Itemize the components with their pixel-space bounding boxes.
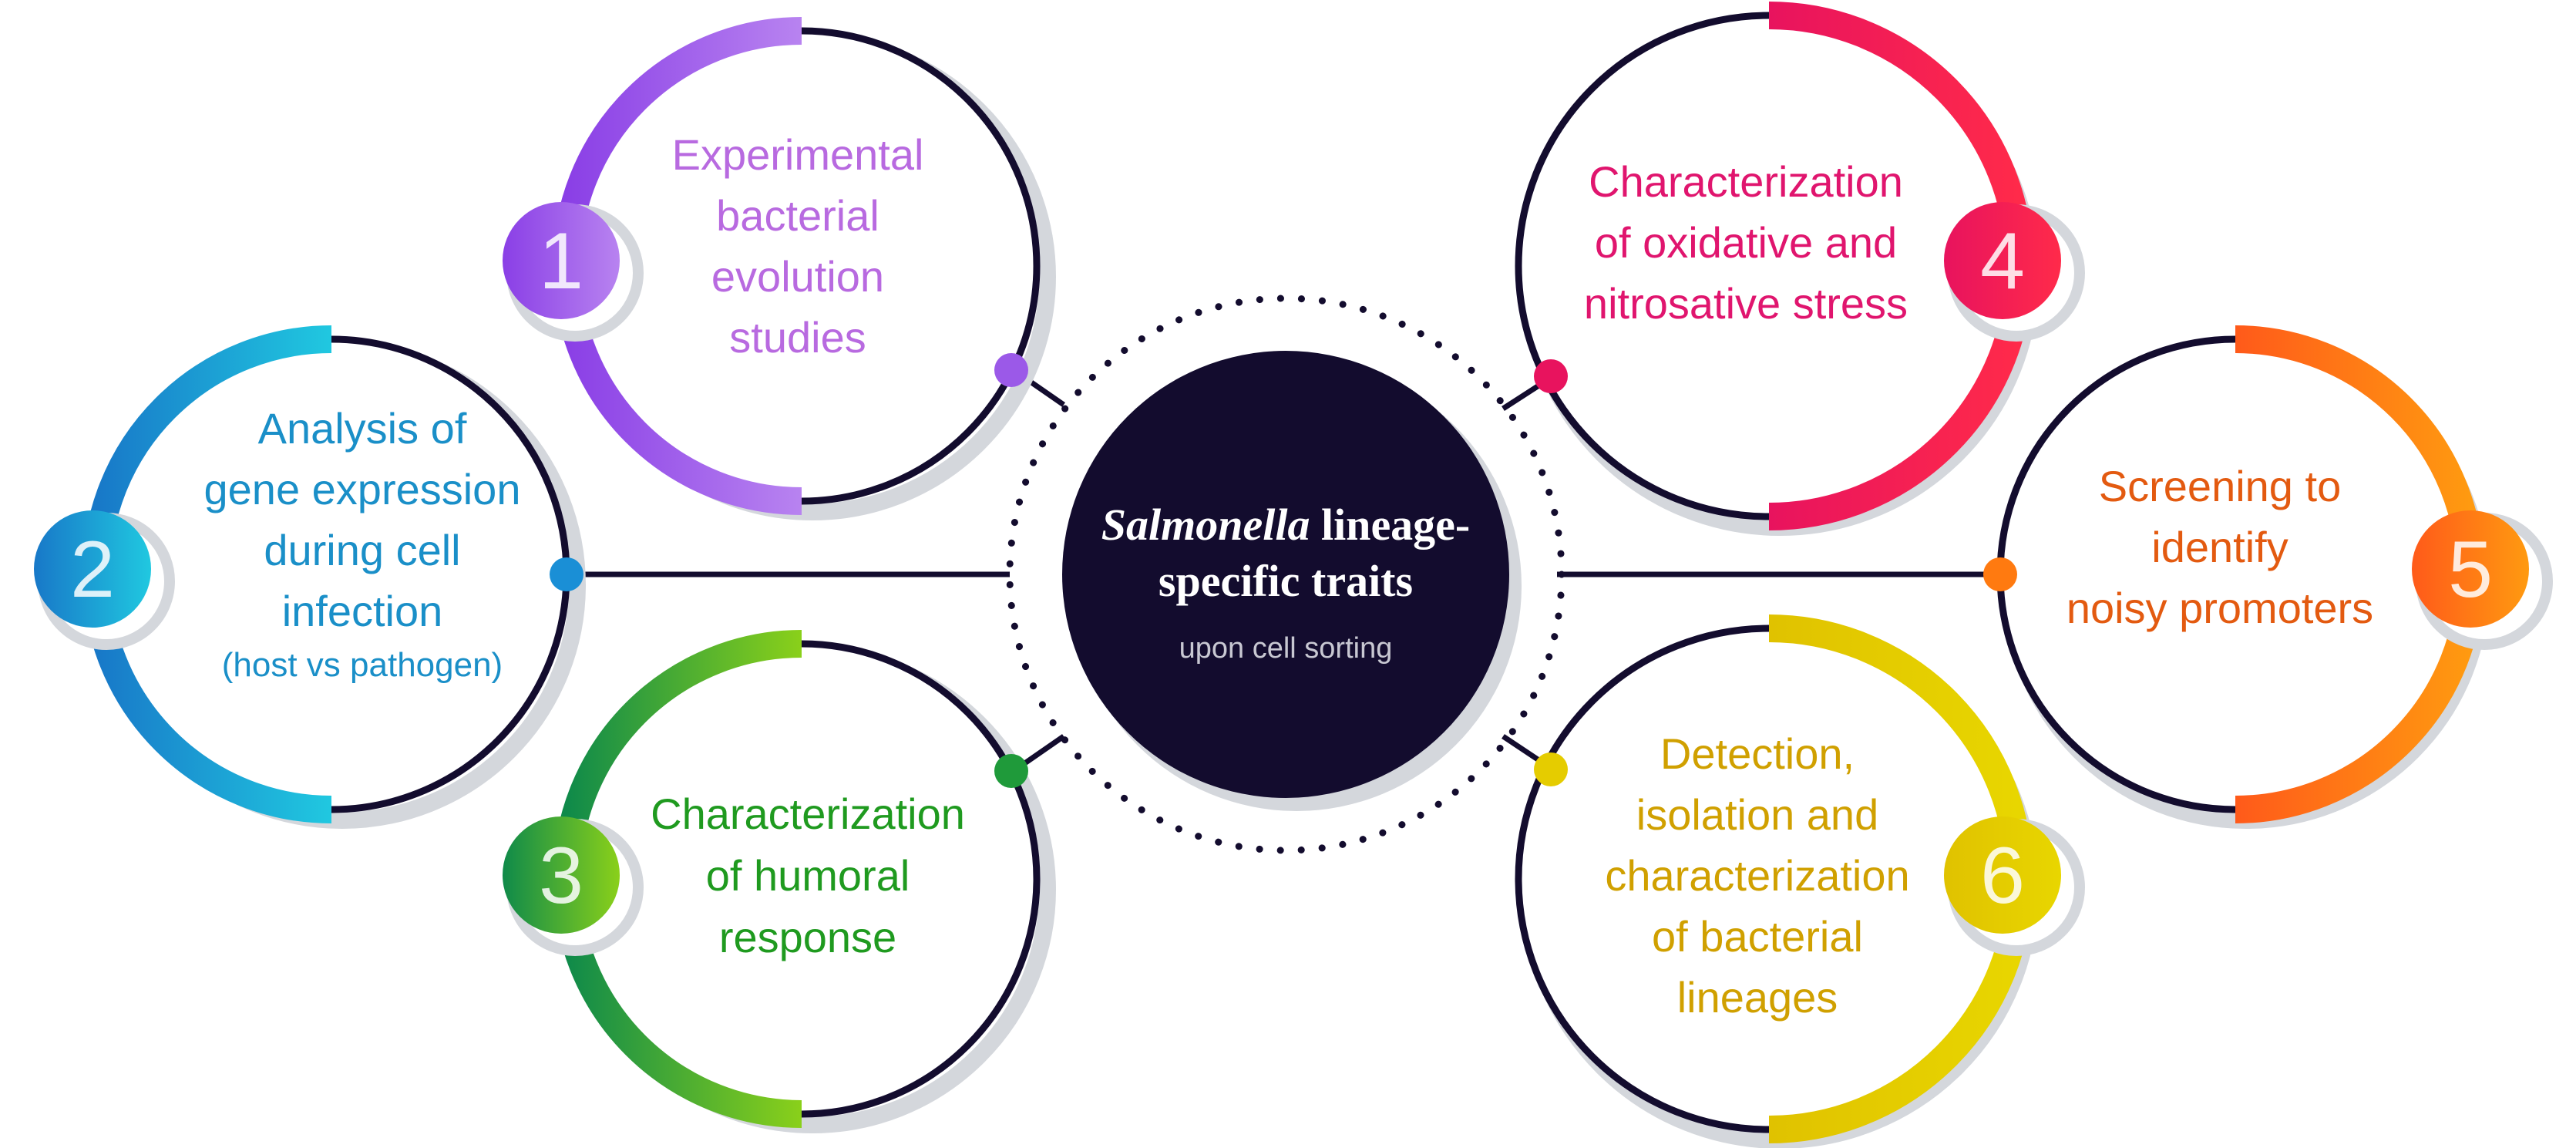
node-label-line: evolution <box>711 252 884 301</box>
node-1: 1 Experimental bacterial evolution studies <box>503 17 1056 520</box>
node-2: 2 Analysis of gene expression during cell in… <box>34 325 586 829</box>
node-label-line: noisy promoters <box>2067 584 2373 632</box>
node-label-line: Characterization <box>1589 157 1903 206</box>
node-label-line: characterization <box>1605 851 1909 900</box>
node-number: 6 <box>1980 831 2025 921</box>
node-label-line: response <box>719 913 896 961</box>
node-label-line: isolation and <box>1636 790 1878 839</box>
node-6: 6 Detection, isolation and characterization… <box>1515 614 2085 1148</box>
center-title-line2: specific traits <box>1159 556 1413 606</box>
node-label-line: of humoral <box>706 851 910 900</box>
node-label-line: Characterization <box>651 789 965 838</box>
node-number: 4 <box>1980 217 2025 306</box>
node-label-line: gene expression <box>204 465 521 513</box>
node-4: 4 Characterization of oxidative and nitrosa… <box>1515 2 2085 536</box>
node-number: 1 <box>539 217 583 306</box>
node-number: 3 <box>539 831 583 921</box>
node-label-line: infection <box>282 587 443 635</box>
nodes-layer: 1 Experimental bacterial evolution studies 2 A… <box>34 2 2553 1148</box>
center-title-italic: Salmonella <box>1101 500 1310 550</box>
center-hub: Salmonella lineage- specific traits upon… <box>1006 295 1565 854</box>
node-3: 3 Characterization of humoral response <box>503 630 1056 1133</box>
node-label-line: bacterial <box>716 191 879 240</box>
node-label-line: lineages <box>1677 973 1838 1022</box>
node-label-line: Screening to <box>2099 462 2341 510</box>
node-label-line: Analysis of <box>258 404 467 453</box>
node-connector-dot <box>994 353 1028 387</box>
node-label-line: studies <box>729 313 866 362</box>
node-number: 5 <box>2448 525 2493 614</box>
node-connector-dot <box>1983 557 2017 591</box>
node-connector-dot <box>550 557 583 591</box>
node-connector-dot <box>1534 359 1568 393</box>
node-label-line: of oxidative and <box>1595 218 1897 267</box>
node-label-line: nitrosative stress <box>1584 279 1908 328</box>
node-label-line: Detection, <box>1660 729 1855 778</box>
center-title-rest: lineage- <box>1310 500 1470 550</box>
node-number-badge <box>34 510 151 628</box>
node-label-note: (host vs pathogen) <box>222 646 503 684</box>
node-connector-dot <box>1534 752 1568 786</box>
center-subtitle: upon cell sorting <box>1179 632 1393 665</box>
node-number-badge <box>503 202 620 319</box>
node-number-badge <box>2412 510 2529 628</box>
node-label-line: identify <box>2151 523 2288 571</box>
center-title-line1: Salmonella lineage- <box>1101 500 1471 550</box>
node-5: 5 Screening to identify noisy promoters <box>1983 325 2553 829</box>
center-dotted-ring <box>1006 295 1565 854</box>
node-number-badge <box>503 816 620 934</box>
node-number-badge <box>1944 202 2061 319</box>
center-circle <box>1062 351 1509 798</box>
node-number: 2 <box>70 525 115 614</box>
node-label-line: Experimental <box>672 130 924 179</box>
node-label-line: during cell <box>264 526 460 574</box>
node-label-line: of bacterial <box>1652 912 1863 961</box>
node-connector-dot <box>994 754 1028 788</box>
node-number-badge <box>1944 816 2061 934</box>
